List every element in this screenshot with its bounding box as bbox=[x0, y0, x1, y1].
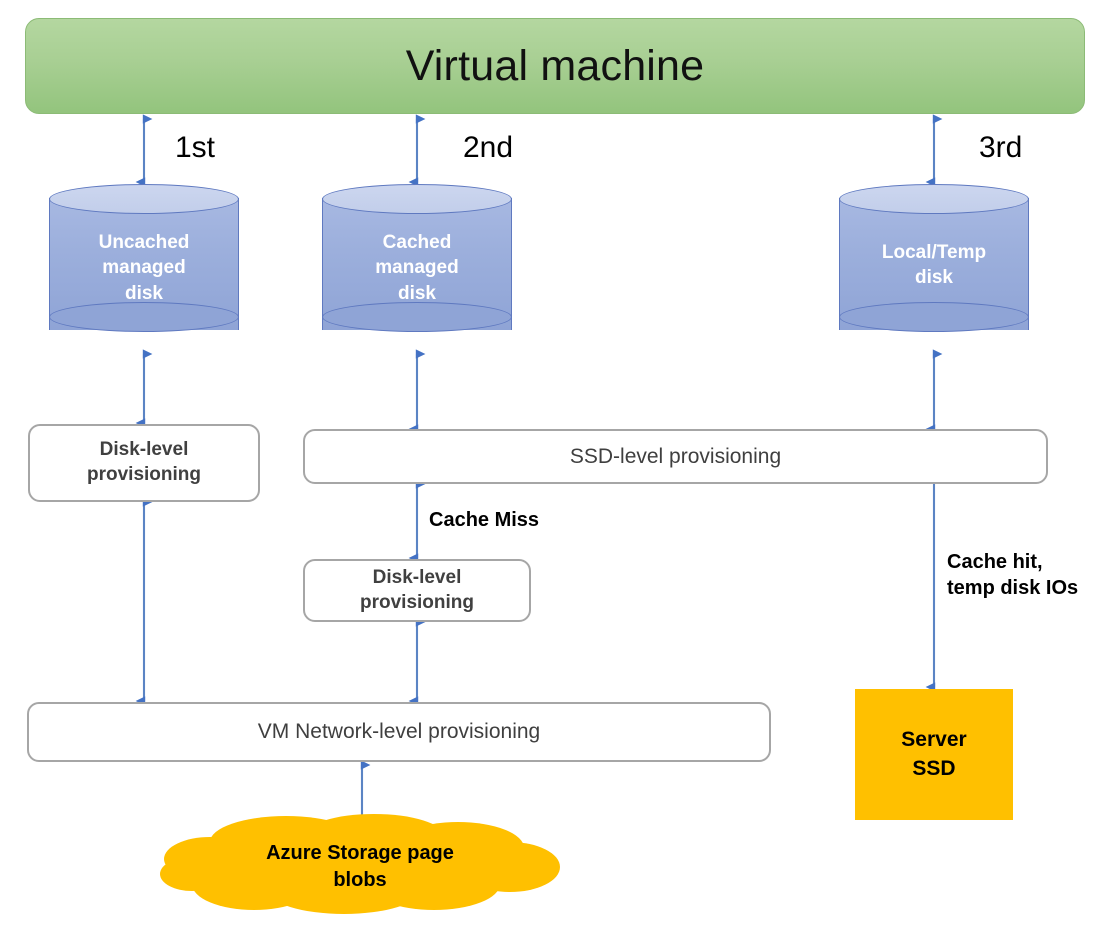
disk-uncached-managed: Uncached managed disk bbox=[49, 184, 239, 344]
cylinder-bottom bbox=[839, 302, 1029, 332]
disk-label: Uncached managed disk bbox=[98, 232, 190, 304]
ordinal-label-1st: 1st bbox=[175, 131, 216, 164]
cylinder-top bbox=[49, 184, 239, 214]
disk-local-temp: Local/Temp disk bbox=[839, 184, 1029, 344]
azure-storage-cloud: Azure Storage page blobs bbox=[158, 812, 562, 914]
cylinder-bottom bbox=[322, 302, 512, 332]
disk-cached-managed: Cached managed disk bbox=[322, 184, 512, 344]
disk-label: Cached managed disk bbox=[375, 232, 459, 304]
server-ssd-box: Server SSD bbox=[855, 689, 1013, 820]
page-title: Virtual machine bbox=[405, 41, 705, 90]
ordinal-label-3rd: 3rd bbox=[979, 131, 1023, 164]
ordinal-label-2nd: 2nd bbox=[463, 131, 514, 164]
disk-label: Local/Temp disk bbox=[881, 242, 987, 289]
box-vm-network-level-provisioning: VM Network-level provisioning bbox=[27, 702, 771, 762]
cylinder-bottom bbox=[49, 302, 239, 332]
box-disk-level-provisioning-middle: Disk-level provisioning bbox=[303, 559, 531, 622]
cloud-shape-icon bbox=[160, 814, 560, 914]
cylinder-top bbox=[839, 184, 1029, 214]
annotation-cache-hit-temp-disk-ios: Cache hit, temp disk IOs bbox=[947, 551, 1079, 599]
box-ssd-level-provisioning: SSD-level provisioning bbox=[303, 429, 1048, 484]
cloud-label: Azure Storage page blobs bbox=[266, 842, 454, 891]
virtual-machine-box: Virtual machine bbox=[25, 18, 1085, 114]
cylinder-top bbox=[322, 184, 512, 214]
box-disk-level-provisioning-left: Disk-level provisioning bbox=[28, 424, 260, 502]
annotation-cache-miss: Cache Miss bbox=[429, 509, 540, 531]
